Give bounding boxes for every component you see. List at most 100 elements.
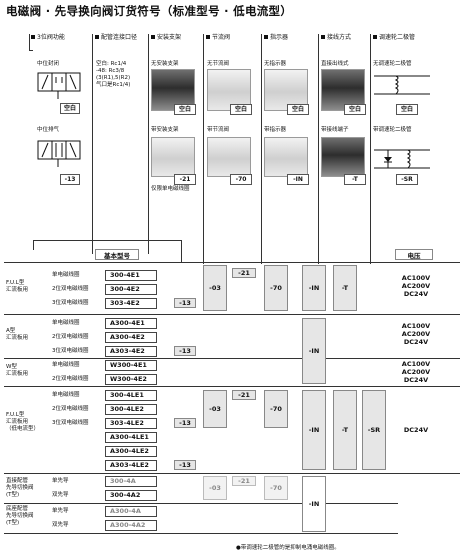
row-coil: 2位双电磁线圈 [52,334,89,340]
wiring-tag-blank: 空白 [344,104,366,115]
opt-13: -13 [174,298,196,308]
opt-70: -70 [264,390,288,428]
wiring-label-direct: 直接出线式 [321,61,349,67]
row-coil: 3位双电磁线圈 [52,300,89,306]
row-coil: 单电磁线圈 [52,362,80,368]
opt-21: -21 [232,390,256,400]
piping-line-3: (3(R1),5(R2) [96,75,131,81]
voltage-text: DC24V [403,426,429,434]
throttle-tag-70: -70 [230,174,252,185]
footnote: ●带调速轮二极管的是抑制电涌电磁线圈。 [236,545,340,551]
opt-t: -T [333,390,357,470]
voltage-text: DC24V [403,338,429,346]
voltage-text: AC100V [401,274,431,282]
diode-tag-blank: 空白 [396,104,418,115]
opt-21: -21 [232,476,256,486]
coil-circuit-icon [374,75,430,95]
model-code: 303-4E2 [105,298,157,309]
header-wiring: 接线方式 [321,34,351,42]
throttle-tag-blank: 空白 [230,104,252,115]
voltage-header: 电压 [395,249,433,260]
model-code: W300-4E2 [105,374,157,385]
piping-line-4: 气口是Rc1/4) [96,82,131,88]
function-label-exhaust: 中位排气 [37,127,60,133]
opt-t: -T [333,265,357,311]
voltage-text: DC24V [403,290,429,298]
wiring-terminal-photo [321,137,365,177]
group-ful-low-label: F.U.L型 汇流板用 （低电流型） [6,412,40,432]
model-code: 300-4LE1 [105,390,157,401]
opt-13: -13 [174,418,196,428]
model-code: 300-4LE2 [105,404,157,415]
voltage-text: AC100V [401,360,431,368]
diode-circuit-icon [374,149,430,169]
bracket-tag-blank: 空白 [174,104,196,115]
opt-03: -03 [203,476,227,500]
function-tag-13: -13 [60,174,80,185]
group-direct-pilot-label: 直接配管 先导切换阀 (T型) [6,478,34,498]
throttle-label-with: 带节流阀 [207,127,230,133]
model-code: 300-4A2 [105,490,157,501]
model-code: 300-4E2 [105,284,157,295]
voltage-text: AC200V [401,368,431,376]
row-coil: 3位双电磁线圈 [52,420,89,426]
voltage-text: AC200V [401,282,431,290]
row-coil: 3位双电磁线圈 [52,348,89,354]
opt-13: -13 [174,346,196,356]
indicator-tag-in: -IN [287,174,309,185]
opt-in: -IN [302,318,326,384]
model-code: A300-4A [105,506,157,517]
row-coil: 2位双电磁线圈 [52,406,89,412]
model-code: A300-4E1 [105,318,157,329]
row-coil: 单电磁线圈 [52,320,80,326]
model-code: A303-4LE2 [105,460,157,471]
opt-in: -IN [302,476,326,532]
bracket-note: 仅限单电磁线圈 [151,186,190,192]
indicator-tag-blank: 空白 [287,104,309,115]
page-title: 电磁阀 · 先导换向阀订货符号（标准型号 · 低电流型） [6,4,293,18]
row-coil: 单电磁线圈 [52,272,80,278]
model-code: W300-4E1 [105,360,157,371]
bracket-label-with: 带安装支架 [151,127,179,133]
closed-center-symbol-icon [37,72,81,99]
row-coil: 单先导 [52,508,69,514]
valve-bracket-photo [151,137,195,177]
voltage-text: DC24V [403,376,429,384]
opt-70: -70 [264,265,288,311]
basic-model-header: 基本型号 [95,249,139,260]
model-code: A300-4LE2 [105,446,157,457]
model-code: 300-4A [105,476,157,487]
row-coil: 单先导 [52,478,69,484]
row-coil: 双先导 [52,522,69,528]
diode-tag-sr: -SR [396,174,418,185]
row-coil: 2位双电磁线圈 [52,286,89,292]
header-throttle: 节流阀 [206,34,230,42]
group-ful-label: F.U.L型 汇流板用 [6,280,29,293]
model-code: 300-4E1 [105,270,157,281]
model-code: A300-4A2 [105,520,157,531]
header-function: 3位阀功能 [31,34,65,42]
valve-photo [151,69,195,111]
function-tag-blank: 空白 [60,103,80,114]
group-base-pilot-label: 底座配管 先导切换阀 (T型) [6,506,34,526]
header-indicator: 指示器 [264,34,288,42]
model-code: A303-4E2 [105,346,157,357]
opt-sr: -SR [362,390,386,470]
bracket-tag-21: -21 [174,174,196,185]
row-coil: 单电磁线圈 [52,392,80,398]
opt-03: -03 [203,265,227,311]
opt-70: -70 [264,476,288,500]
function-label-closed: 中位封闭 [37,61,60,67]
group-w-label: W型 汇流板用 [6,364,29,377]
indicator-label-with: 带指示器 [264,127,287,133]
header-piping: 配管连接口径 [95,34,137,42]
piping-line-1: 空白: Rc1/4 [96,61,127,67]
wiring-label-terminal: 带接线端子 [321,127,349,133]
model-code: A300-4LE1 [105,432,157,443]
diode-label-with: 带调速轮二极管 [373,127,412,133]
diode-label-none: 无调速轮二极管 [373,61,412,67]
group-a-label: A型 汇流板用 [6,328,29,341]
opt-in: -IN [302,265,326,311]
row-coil: 双先导 [52,492,69,498]
indicator-with-photo [264,137,308,177]
